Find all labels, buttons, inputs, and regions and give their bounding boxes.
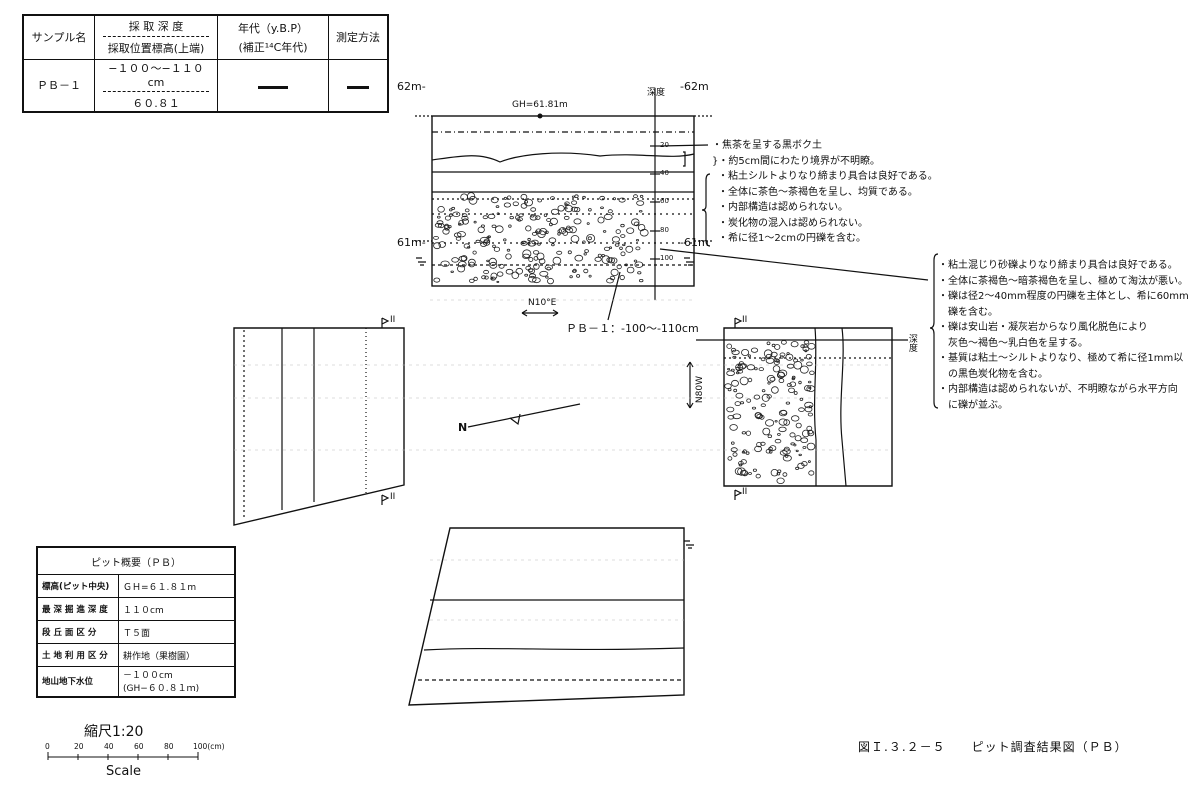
overview-val-depth: １１０cm [118, 597, 236, 621]
pit-overview-table: ピット概要（ＰＢ） 標高(ピット中央) ＧＨ=６１.８１m 最 深 掘 進 深 … [36, 546, 236, 698]
header-depth: 採 取 深 度 採取位置標高(上端) [94, 14, 218, 60]
scale-tick-100: 100(cm) [193, 742, 225, 751]
scale-tick-60: 60 [134, 742, 144, 751]
note-upper-6: ・炭化物の混入は認められない。 [718, 217, 868, 229]
figure-caption: 図Ｉ.３.２－５ ピット調査結果図（ＰＢ） [858, 740, 1128, 754]
overview-key-groundwater: 地山地下水位 [36, 666, 119, 697]
overview-val-landuse: 耕作地（果樹園） [118, 643, 236, 667]
note-upper-3: ・粘土シルトよりなり締まり具合は良好である。 [718, 171, 938, 182]
gravel-right [724, 340, 816, 484]
note-lower-2: ・全体に茶褐色～暗茶褐色を呈し、極めて淘汰が悪い。 [938, 275, 1188, 287]
section-mark-left-top: II [390, 315, 396, 325]
note-lower-8: の黒色炭化物を含む。 [948, 368, 1048, 380]
header-depth-bottom: 採取位置標高(上端) [107, 42, 205, 56]
gravel-upper [433, 192, 649, 285]
note-lower-7: ・基質は粘土～シルトよりなり、極めて希に径1mm以 [938, 353, 1184, 364]
header-age-top: 年代（y.B.P） [237, 21, 309, 35]
scale-tick-0: 0 [45, 742, 50, 751]
overview-val-groundwater-2: (GH−６０.８１ｍ) [123, 684, 200, 695]
elev-right-mid: -61m [680, 236, 709, 249]
note-lower-10: に礫が並ぶ。 [948, 399, 1008, 411]
depth-tick-20: 20 [660, 141, 669, 149]
upper-profile [415, 88, 939, 409]
section-mark-right-top: II [742, 315, 748, 325]
section-mark-right-bottom: II [742, 487, 748, 497]
overview-val-terrace: Ｔ５面 [118, 620, 236, 644]
scale-tick-20: 20 [74, 742, 84, 751]
elev-left-top: 62m- [397, 80, 426, 93]
sample-method-empty [328, 58, 389, 112]
sample-depth-range: −１００～−１１０cm [103, 60, 209, 92]
overview-val-groundwater-1: －１００cm [123, 671, 173, 682]
header-sample-name: サンプル名 [22, 14, 95, 60]
scale-tick-80: 80 [164, 742, 174, 751]
note-upper-7: ・希に径1～2cmの円礫を含む。 [718, 233, 866, 244]
overview-key-elevation: 標高(ピット中央) [36, 574, 119, 598]
section-mark-left-bottom: II [390, 492, 396, 502]
sample-name: ＰＢ－１ [22, 58, 95, 112]
left-profile [233, 317, 405, 526]
note-upper-2: }・約5cm間にわたり境界が不明瞭。 [712, 155, 880, 167]
right-profile [686, 317, 908, 500]
header-method: 測定方法 [328, 14, 389, 60]
note-lower-3: ・礫は径2～40mm程度の円礫を主体とし、希に60mmの [938, 291, 1189, 302]
north-label: N [458, 421, 468, 434]
overview-key-depth: 最 深 掘 進 深 度 [36, 597, 119, 621]
overview-key-landuse: 土 地 利 用 区 分 [36, 643, 119, 667]
scale-tick-40: 40 [104, 742, 114, 751]
note-upper-4: ・全体に茶色～茶褐色を呈し、均質である。 [718, 186, 918, 198]
north-arrow [467, 403, 581, 428]
scale-label: Scale [106, 764, 141, 779]
overview-val-groundwater: －１００cm (GH−６０.８１ｍ) [118, 666, 236, 697]
scale-bar [47, 752, 199, 760]
depth-tick-80: 80 [660, 226, 669, 234]
note-lower-5: ・礫は安山岩・凝灰岩からなり風化脱色により [938, 322, 1148, 333]
sample-elevation: ６０.８１ [132, 96, 180, 110]
lower-profile [408, 527, 694, 706]
sample-depth: −１００～−１１０cm ６０.８１ [94, 58, 218, 112]
sample-table: サンプル名 採 取 深 度 採取位置標高(上端) 年代（y.B.P） (補正¹⁴… [22, 14, 389, 113]
depth-tick-40: 40 [660, 169, 669, 177]
depth-label-right: 深度 [906, 334, 917, 352]
note-lower-1: ・粘土混じり砂礫よりなり締まり具合は良好である。 [938, 260, 1178, 271]
depth-tick-60: 60 [660, 197, 669, 205]
note-lower-4: 礫を含む。 [948, 306, 998, 318]
direction-n80w: N80W [695, 376, 705, 404]
note-upper-5: ・内部構造は認められない。 [718, 202, 848, 213]
layer-notes-lower: ・粘土混じり砂礫よりなり締まり具合は良好である。 ・全体に茶褐色～暗茶褐色を呈し… [938, 258, 1189, 413]
note-upper-1: ・焦茶を呈する黒ボク土 [712, 140, 822, 151]
header-age-bottom: (補正¹⁴C年代) [238, 40, 308, 54]
sample-position-label: ＰＢ－１：-100～-110cm [566, 322, 699, 335]
sample-age-empty [217, 58, 329, 112]
header-age: 年代（y.B.P） (補正¹⁴C年代) [217, 14, 329, 60]
overview-key-terrace: 段 丘 面 区 分 [36, 620, 119, 644]
elev-right-top: -62m [680, 80, 709, 93]
layer-notes-upper: ・焦茶を呈する黒ボク土 }・約5cm間にわたり境界が不明瞭。 ・粘土シルトよりな… [712, 138, 938, 247]
depth-label: 深度 [647, 88, 666, 98]
scale-title: 縮尺1:20 [84, 724, 144, 740]
direction-n10e: N10°E [528, 298, 557, 308]
depth-tick-100: 100 [660, 254, 674, 262]
note-lower-6: 灰色～褐色～乳白色を呈する。 [948, 337, 1088, 349]
overview-title: ピット概要（ＰＢ） [36, 546, 236, 575]
gh-label: GH=61.81m [512, 100, 568, 110]
elev-left-mid: 61m- [397, 236, 426, 249]
header-depth-top: 採 取 深 度 [103, 18, 209, 38]
note-lower-9: ・内部構造は認められないが、不明瞭ながら水平方向 [938, 384, 1178, 395]
overview-val-elevation: ＧＨ=６１.８１m [118, 574, 236, 598]
